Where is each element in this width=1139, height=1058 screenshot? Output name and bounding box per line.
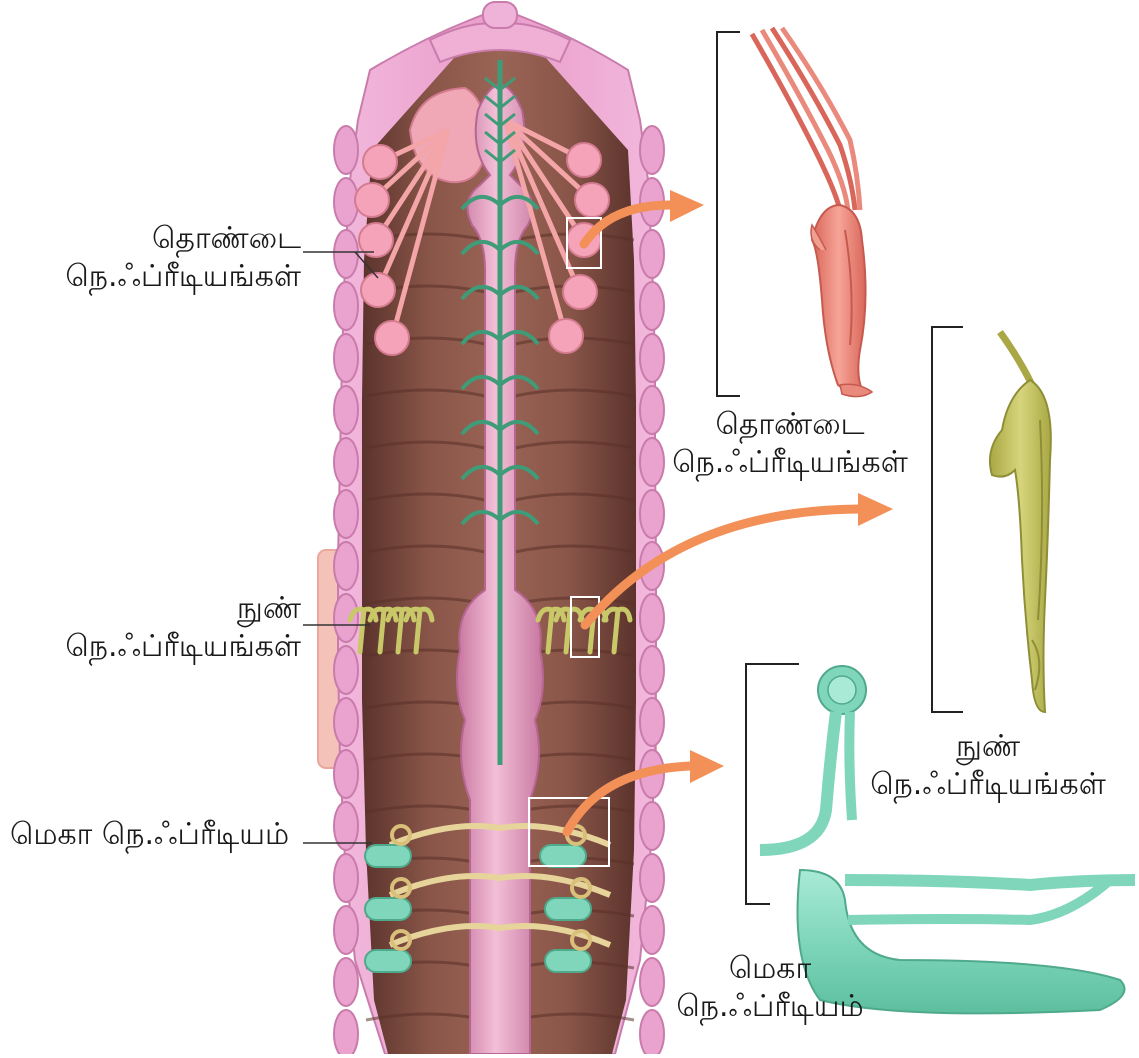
label-line: நெ.ஃப்ரீடியங்கள் [65,628,301,666]
segment-bump-right [640,698,664,746]
segment-bump-left [334,542,358,590]
segment-bump-left [334,958,358,1006]
bracket-septal [746,664,799,904]
segment-bump-right [640,594,664,642]
segment-bump-right [640,230,664,278]
segment-bump-left [334,126,358,174]
label-pharyngeal-nephridia-left: தொண்டை நெ.ஃப்ரீடியங்கள் [65,220,301,296]
segment-bump-right [640,490,664,538]
enlarged-pharyngeal-nephridium [752,28,872,397]
segment-bump-right [640,906,664,954]
segment-bump-right [640,802,664,850]
bracket-integumentary [932,327,963,712]
segment-bump-right [640,854,664,902]
pharyngeal-nephridium-tuft [563,275,597,309]
segment-bump-right [640,438,664,486]
pharyngeal-nephridium-tuft [549,319,583,353]
label-line: நெ.ஃப்ரீடியங்கள் [868,766,1108,804]
bracket-pharyngeal [717,32,740,396]
mouth-tip [483,2,517,28]
segment-bump-right [640,334,664,382]
segment-bump-left [334,594,358,642]
segment-bump-left [334,646,358,694]
segment-bump-left [334,906,358,954]
septal-nephridium [545,950,591,972]
pharyngeal-nephridium-tuft [575,183,609,217]
pharyngeal-nephridium-tuft [375,321,409,355]
segment-bump-right [640,646,664,694]
label-line: நெ.ஃப்ரீடியங்கள் [670,444,910,482]
segment-bump-right [640,126,664,174]
segment-bump-left [334,438,358,486]
label-line: நுண் [868,728,1108,766]
segment-bump-left [334,490,358,538]
label-line: மெகா [660,950,880,988]
pharyngeal-nephridium-tuft [567,143,601,177]
segment-bump-left [334,230,358,278]
septal-nephridium [365,950,411,972]
segment-bump-left [334,386,358,434]
segment-bump-left [334,1010,358,1054]
segment-bump-left [334,698,358,746]
segment-bump-right [640,386,664,434]
pharyngeal-nephridium-tuft [355,183,389,217]
pharyngeal-nephridium-tuft [363,145,397,179]
septal-nephridium [545,898,591,920]
label-line: நெ.ஃப்ரீடியங்கள் [65,258,301,296]
label-septal-nephridium-left: மெகா நெ.ஃப்ரீடியம் [10,816,289,854]
label-pharyngeal-nephridia-right: தொண்டை நெ.ஃப்ரீடியங்கள் [670,406,910,482]
segment-bump-left [334,854,358,902]
enlarged-integumentary-nephridium [990,332,1051,712]
label-line: மெகா நெ.ஃப்ரீடியம் [10,816,289,854]
segment-bump-left [334,282,358,330]
label-integumentary-nephridia-right: நுண் நெ.ஃப்ரீடியங்கள் [868,728,1108,804]
septal-nephridium [540,845,586,867]
segment-bump-left [334,750,358,798]
label-septal-nephridium-right: மெகா நெ.ஃப்ரீடியம் [660,950,880,1026]
septal-nephridium [365,898,411,920]
label-line: தொண்டை [65,220,301,258]
segment-bump-right [640,282,664,330]
pharyngeal-nephridium-tuft [361,273,395,307]
label-line: தொண்டை [670,406,910,444]
label-integumentary-nephridia-left: நுண் நெ.ஃப்ரீடியங்கள் [65,590,301,666]
segment-bump-left [334,334,358,382]
septal-nephridium [365,845,411,867]
label-line: நுண் [65,590,301,628]
label-line: நெ.ஃப்ரீடியம் [660,988,880,1026]
